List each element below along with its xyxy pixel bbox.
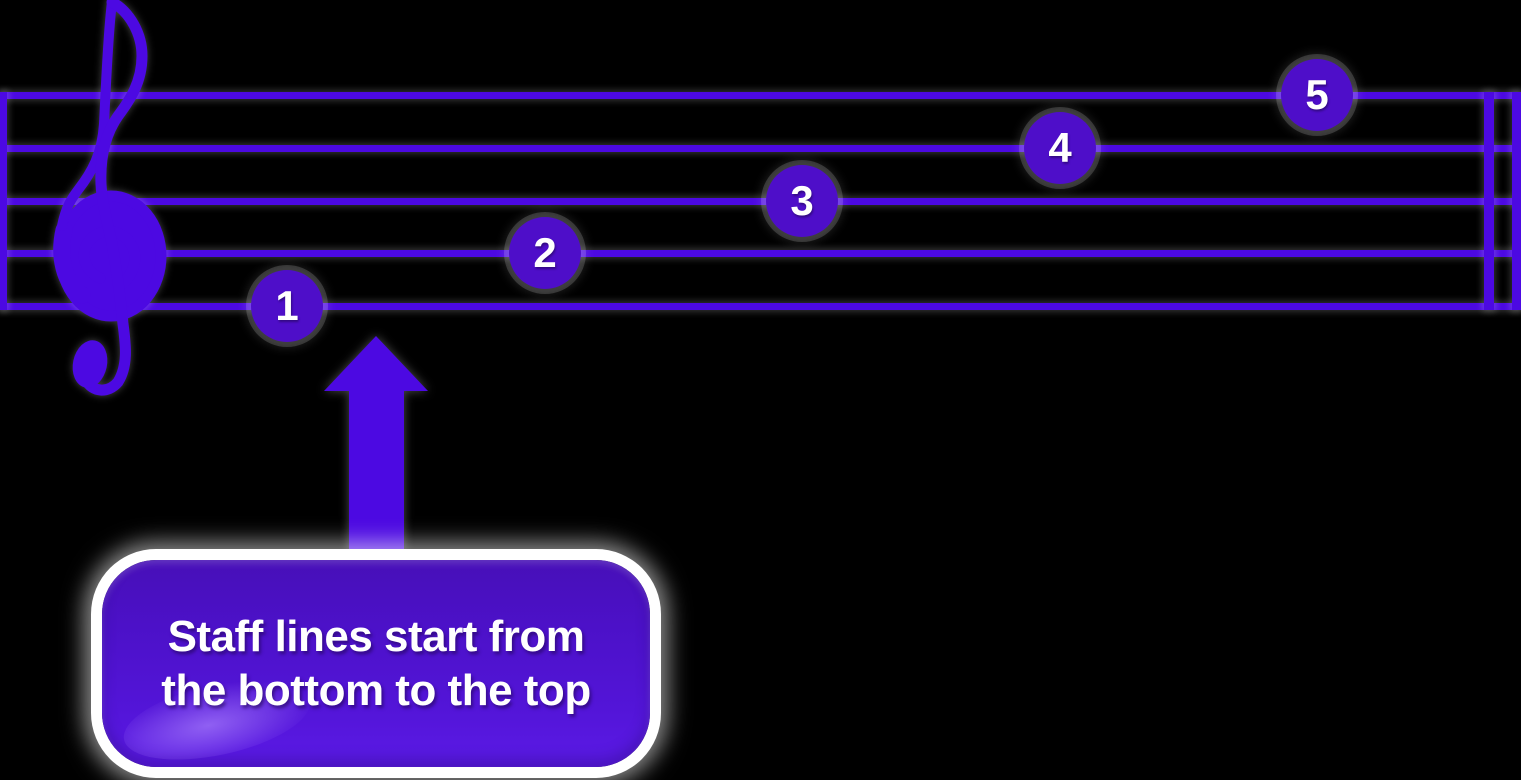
line-marker-4-label: 4 — [1048, 124, 1072, 171]
callout-text-line2: the bottom to the top — [161, 665, 591, 715]
line-marker-2-label: 2 — [533, 229, 557, 276]
staff-line-5 — [0, 92, 1521, 99]
line-marker-3-label: 3 — [790, 177, 814, 224]
treble-clef-icon — [53, 0, 167, 396]
line-marker-1: 1 — [251, 270, 323, 342]
up-arrow-icon — [324, 336, 428, 552]
staff-line-4 — [0, 145, 1521, 152]
staff-line-1 — [0, 303, 1521, 310]
callout-bubble: Staff lines start from the bottom to the… — [102, 560, 650, 767]
staff-line-2 — [0, 250, 1521, 257]
end-barline-inner — [1484, 92, 1494, 310]
end-barline-outer — [1512, 92, 1521, 310]
left-barline — [0, 92, 7, 310]
line-marker-2: 2 — [509, 217, 581, 289]
line-marker-5-label: 5 — [1305, 71, 1329, 118]
line-marker-1-label: 1 — [275, 282, 299, 329]
staff-line-3 — [0, 198, 1521, 205]
line-marker-3: 3 — [766, 165, 838, 237]
line-marker-4: 4 — [1024, 112, 1096, 184]
line-marker-5: 5 — [1281, 59, 1353, 131]
callout-text-line1: Staff lines start from — [167, 611, 585, 661]
